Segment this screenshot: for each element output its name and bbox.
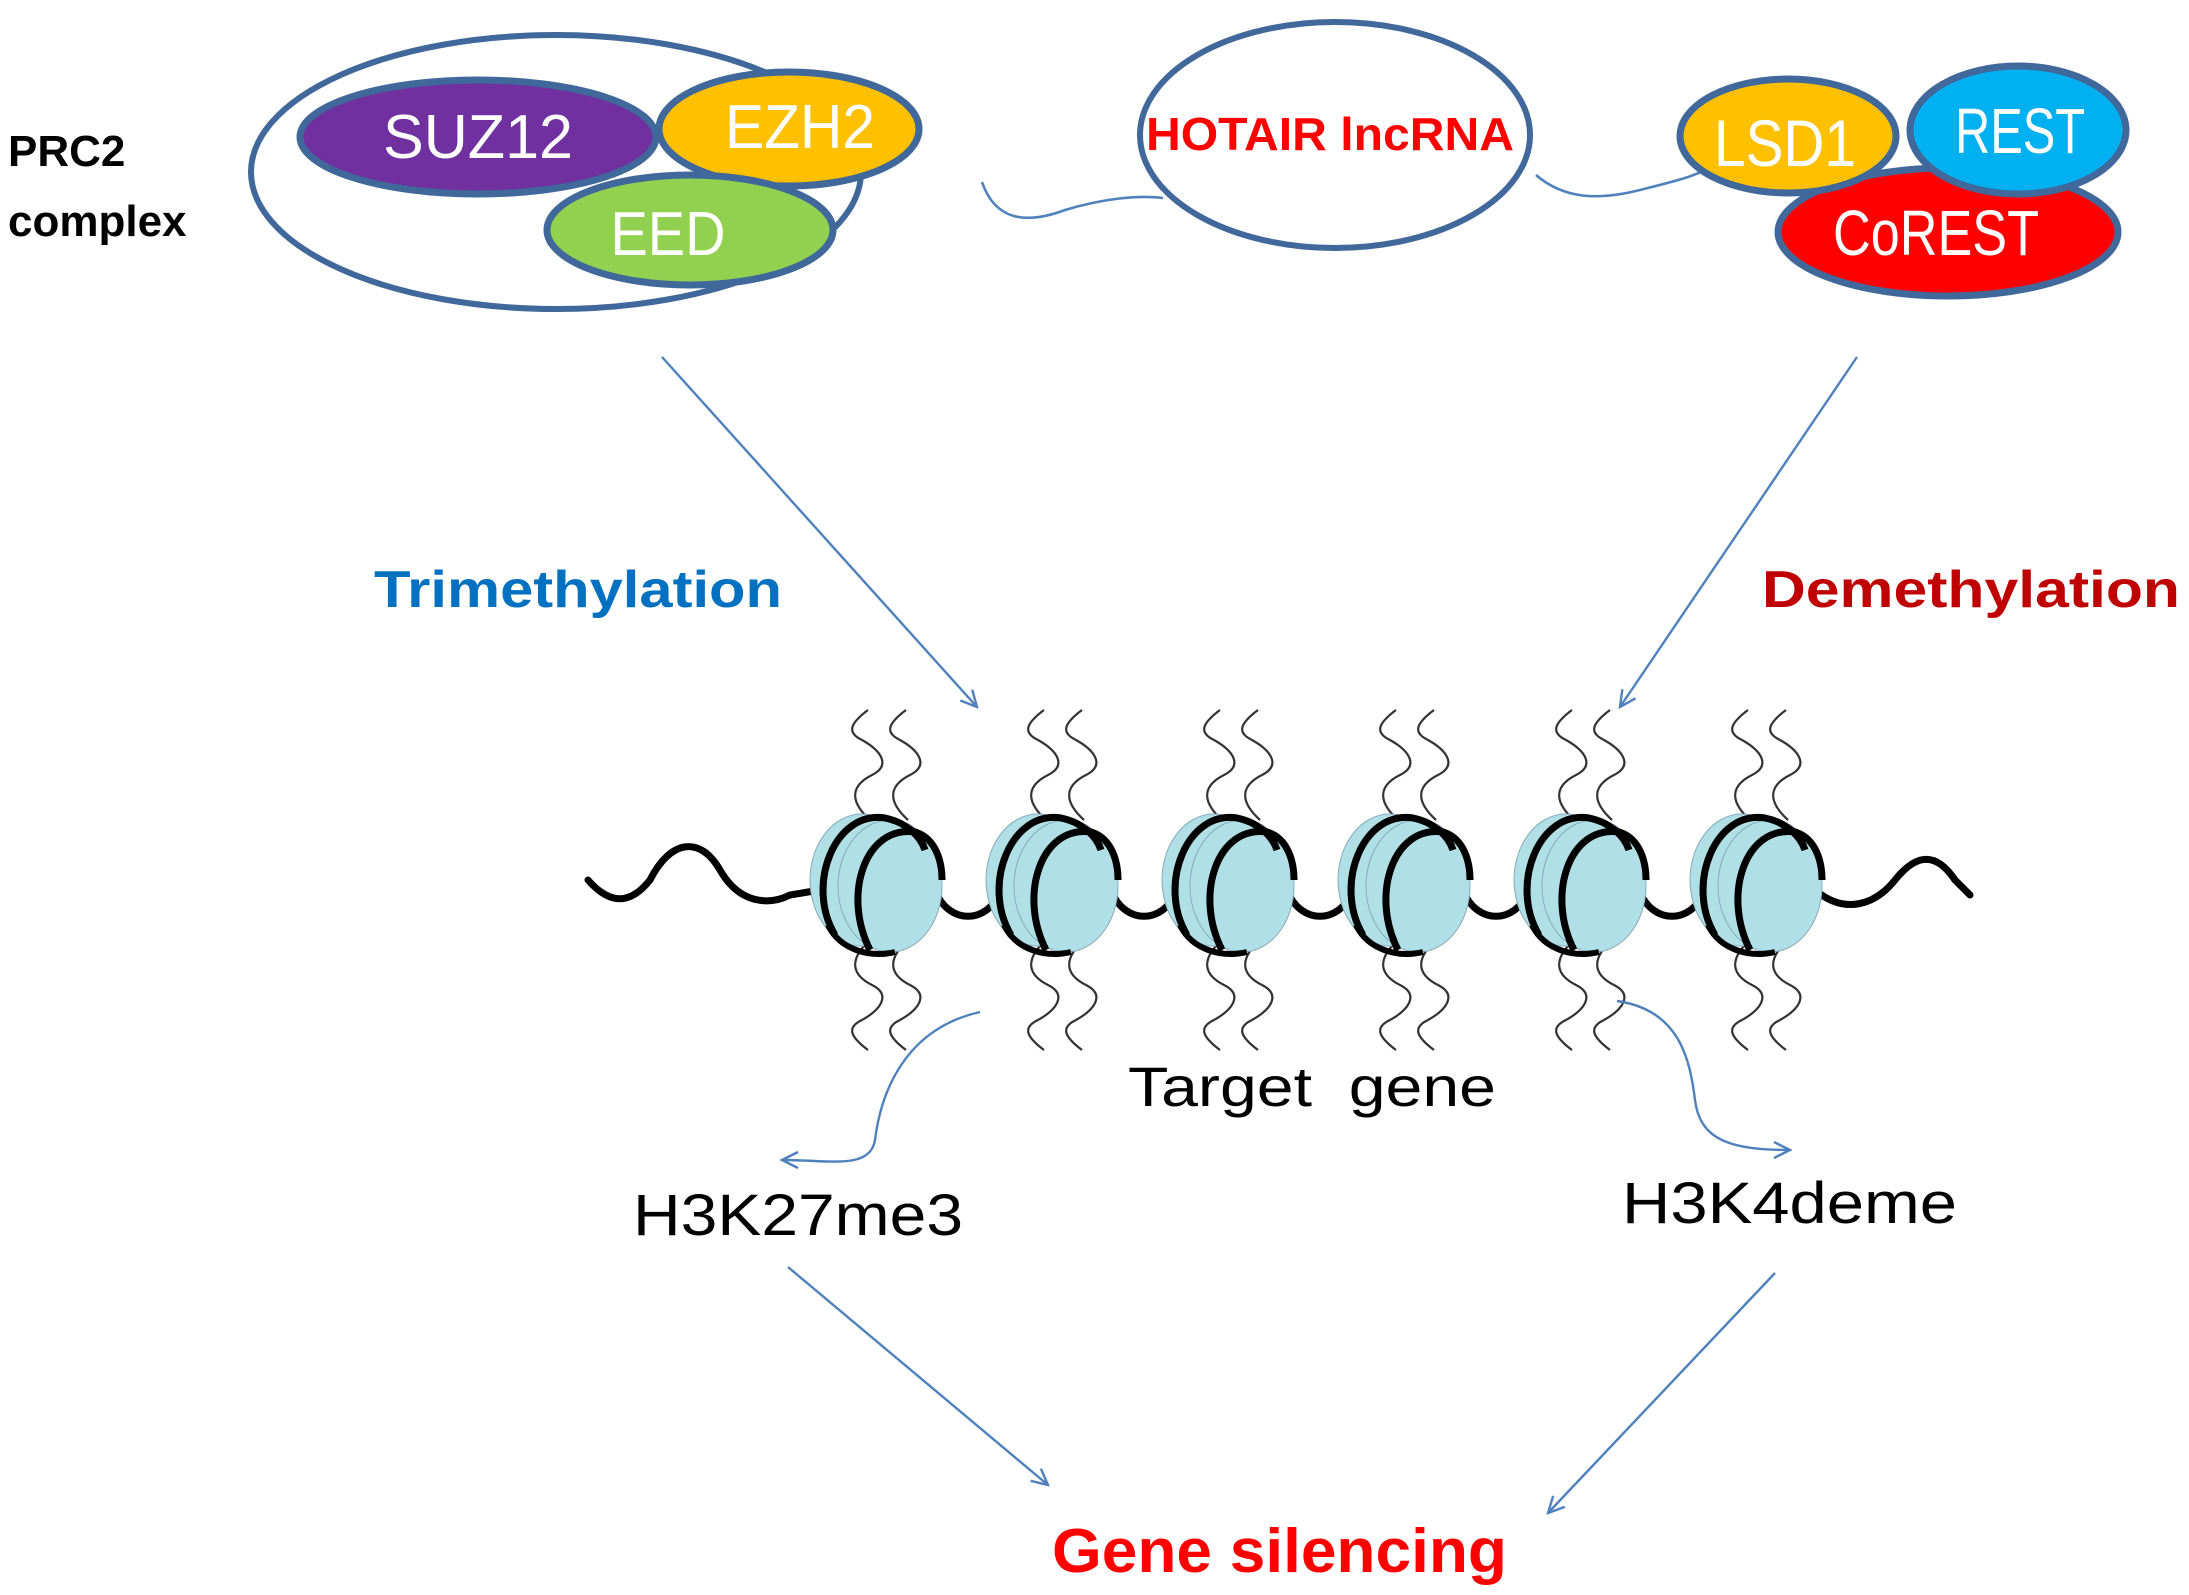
nucleosome bbox=[985, 709, 1122, 1051]
histone-tail bbox=[1417, 709, 1450, 821]
prc2-complex-label-line1: PRC2 bbox=[8, 127, 125, 176]
dna-wrap bbox=[825, 923, 896, 957]
histone-tail bbox=[1555, 709, 1588, 821]
histone-tail bbox=[851, 939, 884, 1051]
dna-wrap bbox=[1558, 828, 1650, 952]
dna-wrap bbox=[1030, 828, 1122, 952]
demethylation-label: Demethylation bbox=[1762, 561, 2180, 619]
histone-tail bbox=[889, 939, 922, 1051]
dna-wrap bbox=[1353, 923, 1424, 957]
trimethylation-label: Trimethylation bbox=[374, 561, 782, 619]
histone-tail bbox=[1203, 939, 1236, 1051]
suz12-label: SUZ12 bbox=[383, 103, 573, 172]
histone-tail bbox=[1555, 939, 1588, 1051]
prc2-complex-label-line2: complex bbox=[8, 197, 187, 246]
dna-wrap bbox=[854, 828, 946, 952]
hotair-node: HOTAIR lncRNA bbox=[1137, 19, 1533, 251]
h3k4deme-label: H3K4deme bbox=[1622, 1171, 1957, 1236]
dna-wrap bbox=[1705, 923, 1776, 957]
rest-ellipse bbox=[1906, 62, 2130, 198]
lsd1-label: LSD1 bbox=[1714, 106, 1856, 180]
gene-silencing-label: Gene silencing bbox=[1052, 1517, 1507, 1586]
dna-wrap bbox=[1001, 923, 1072, 957]
hotair-ellipse bbox=[1137, 19, 1533, 251]
demethylation-arrow bbox=[1620, 356, 1858, 707]
histone-tail bbox=[1065, 939, 1098, 1051]
histone-tail bbox=[1241, 939, 1274, 1051]
corest-label: CoREST bbox=[1833, 197, 2039, 269]
histone-tail bbox=[1379, 709, 1412, 821]
dna-wrap bbox=[1382, 828, 1474, 952]
eed-ellipse bbox=[543, 171, 837, 289]
dna-wrap bbox=[1734, 828, 1826, 952]
histone-tail bbox=[851, 709, 884, 821]
nucleosome bbox=[1513, 709, 1650, 1051]
histone-tail bbox=[1731, 939, 1764, 1051]
nucleosome bbox=[1689, 709, 1826, 1051]
histone-tail bbox=[1203, 709, 1236, 821]
nucleosome bbox=[809, 709, 946, 1051]
eed-label: EED bbox=[611, 200, 726, 269]
lsd1-node: LSD1 bbox=[1676, 75, 1900, 197]
nucleosome bbox=[1337, 709, 1474, 1051]
histone-tail bbox=[1769, 709, 1802, 821]
rest-node: REST bbox=[1906, 62, 2130, 198]
dna-strand bbox=[584, 843, 1974, 920]
chromatin-fiber bbox=[584, 709, 1974, 1051]
histone-tail bbox=[1731, 709, 1764, 821]
h3k27me3-to-silencing-arrow bbox=[787, 1266, 1048, 1485]
target-gene-label: Target gene bbox=[1128, 1055, 1496, 1118]
dna-wrap bbox=[1206, 828, 1298, 952]
hotair-lncrna-label: HOTAIR lncRNA bbox=[1146, 108, 1514, 160]
histone-tail bbox=[1027, 709, 1060, 821]
nucleosome bbox=[1161, 709, 1298, 1051]
curved-arrow-to-h3k4deme bbox=[1616, 999, 1790, 1150]
rest-label: REST bbox=[1955, 95, 2085, 167]
hotair-to-lsd1-link bbox=[1535, 163, 1713, 198]
histone-tail bbox=[1593, 939, 1626, 1051]
lsd1-ellipse bbox=[1676, 75, 1900, 197]
dna-wrap bbox=[1529, 923, 1600, 957]
ezh2-label: EZH2 bbox=[725, 93, 875, 162]
histone-tail bbox=[1593, 709, 1626, 821]
eed-node: EED bbox=[543, 171, 837, 289]
histone-tail bbox=[1027, 939, 1060, 1051]
suz12-node: SUZ12 bbox=[296, 76, 660, 198]
histone-tail bbox=[1065, 709, 1098, 821]
histone-tail bbox=[1241, 709, 1274, 821]
prc2-to-hotair-link bbox=[980, 181, 1164, 220]
ezh2-ellipse bbox=[655, 68, 923, 190]
curved-arrow-to-h3k27me3 bbox=[782, 1010, 981, 1162]
histone-tail bbox=[1769, 939, 1802, 1051]
ezh2-node: EZH2 bbox=[655, 68, 923, 190]
histone-tail bbox=[889, 709, 922, 821]
histone-tail bbox=[1379, 939, 1412, 1051]
h3k4deme-to-silencing-arrow bbox=[1548, 1272, 1776, 1513]
h3k27me3-label: H3K27me3 bbox=[633, 1183, 963, 1248]
suz12-ellipse bbox=[296, 76, 660, 198]
dna-wrap bbox=[1177, 923, 1248, 957]
trimethylation-arrow bbox=[661, 356, 977, 707]
histone-tail bbox=[1417, 939, 1450, 1051]
